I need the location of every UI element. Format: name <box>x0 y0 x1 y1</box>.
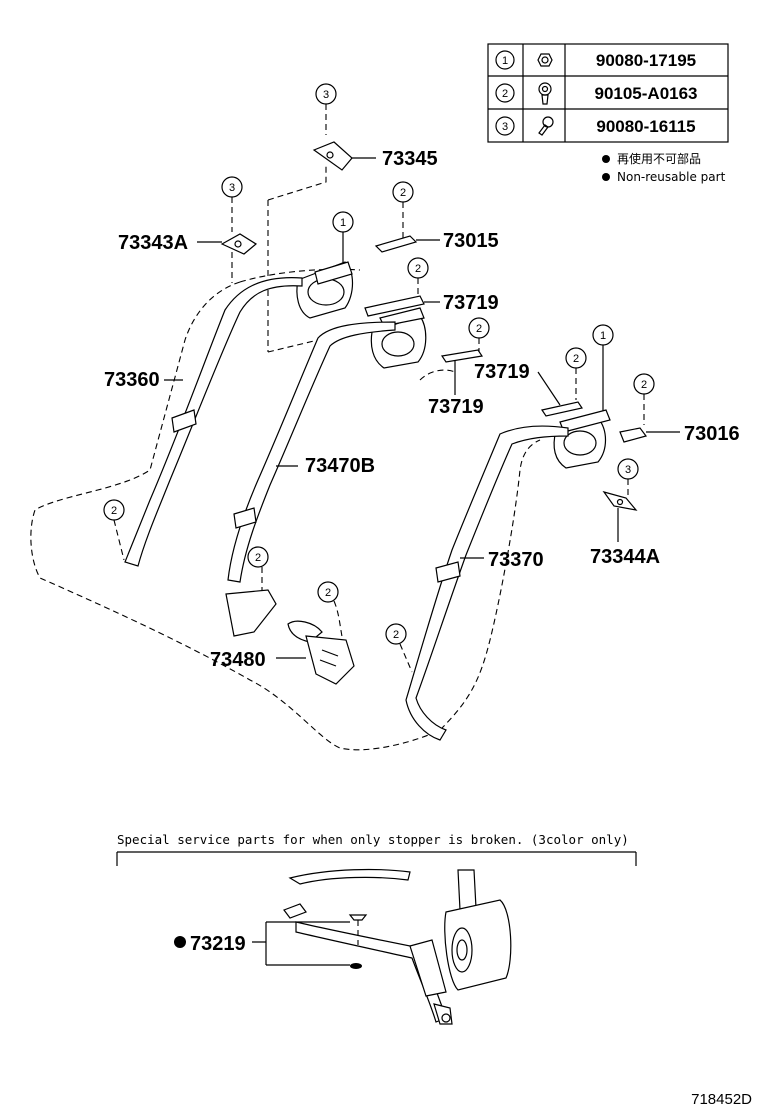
bolt-icon <box>538 116 554 136</box>
belt-73360 <box>124 277 303 567</box>
svg-text:2: 2 <box>393 629 399 641</box>
part-number: 90080-17195 <box>596 51 696 70</box>
bullet-icon <box>174 936 186 948</box>
plate-73345 <box>312 141 376 171</box>
svg-text:2: 2 <box>573 353 579 365</box>
ref-number: 3 <box>502 121 508 133</box>
part-label: 73344A <box>590 546 660 568</box>
part-label: 73719 <box>443 292 499 314</box>
nut-icon <box>537 53 553 67</box>
part-number: 90105-A0163 <box>594 84 697 103</box>
callout-2: 2 <box>633 373 655 395</box>
part-label: 73015 <box>443 230 499 252</box>
callout-2: 2 <box>103 499 125 521</box>
svg-text:1: 1 <box>340 217 346 229</box>
svg-text:2: 2 <box>415 263 421 275</box>
svg-text:3: 3 <box>625 464 631 476</box>
callout-2: 2 <box>317 581 339 603</box>
buckle-73480 <box>276 620 355 685</box>
part-label: 73343A <box>118 232 188 254</box>
callout-3: 3 <box>617 458 639 480</box>
callout-2: 2 <box>407 257 429 279</box>
callout-2: 2 <box>468 317 490 339</box>
seat-outline <box>30 165 541 751</box>
svg-text:2: 2 <box>325 587 331 599</box>
table-row: 3 90080-16115 <box>495 116 696 136</box>
callout-2: 2 <box>392 181 414 203</box>
part-number: 90080-16115 <box>596 117 695 136</box>
part-label: 73480 <box>210 649 266 671</box>
svg-text:2: 2 <box>255 552 261 564</box>
legend: 再使用不可部品 Non-reusable part <box>602 151 726 184</box>
part-label: 73345 <box>382 148 438 170</box>
svg-text:3: 3 <box>229 182 235 194</box>
clip-73719 <box>440 349 583 417</box>
table-row: 1 90080-17195 <box>495 50 696 70</box>
retractor-73370 <box>553 409 611 469</box>
callout-3: 3 <box>315 83 337 105</box>
part-label: 73219 <box>190 933 246 955</box>
bullet-icon <box>602 173 610 181</box>
part-label: 73360 <box>104 369 160 391</box>
part-label: 73016 <box>684 423 740 445</box>
svg-text:3: 3 <box>323 89 329 101</box>
belt-73370 <box>405 425 569 741</box>
svg-text:1: 1 <box>600 330 606 342</box>
callout-3: 3 <box>221 176 243 198</box>
plate-73343a <box>197 233 258 255</box>
svg-text:2: 2 <box>476 323 482 335</box>
legend-jp: 再使用不可部品 <box>617 151 701 166</box>
retractor-73360 <box>296 261 354 319</box>
callout-2: 2 <box>247 546 269 568</box>
part-label: 73470B <box>305 455 375 477</box>
callout-1: 1 <box>332 211 354 233</box>
figure-id: 718452D <box>691 1091 752 1108</box>
bolt-icon <box>538 82 552 105</box>
special-note: Special service parts for when only stop… <box>117 832 629 847</box>
part-label: 73370 <box>488 549 544 571</box>
bracket-73015 <box>374 235 440 253</box>
special-service-section: Special service parts for when only stop… <box>116 832 637 1025</box>
svg-text:2: 2 <box>641 379 647 391</box>
stopper-assembly <box>283 868 512 1025</box>
ref-number: 1 <box>502 55 508 67</box>
callout-1: 1 <box>592 324 614 346</box>
callout-2: 2 <box>565 347 587 369</box>
plate-73344a <box>602 490 638 542</box>
fastener-table: 1 90080-17195 2 90105-A0163 3 9 <box>487 43 729 143</box>
ref-number: 2 <box>502 88 508 100</box>
bracket-73016 <box>619 427 680 443</box>
svg-text:2: 2 <box>400 187 406 199</box>
belt-73470b <box>225 321 396 637</box>
part-label: 73719 <box>474 361 530 383</box>
part-labels: 73345 73343A 73015 73719 73719 73719 733… <box>104 148 740 671</box>
bullet-icon <box>602 155 610 163</box>
table-row: 2 90105-A0163 <box>495 82 698 105</box>
callout-2: 2 <box>385 623 407 645</box>
callouts: 3 3 1 2 2 2 2 1 2 3 2 2 2 <box>103 83 655 673</box>
legend-en: Non-reusable part <box>617 170 726 184</box>
part-label: 73719 <box>428 396 484 418</box>
svg-text:2: 2 <box>111 505 117 517</box>
